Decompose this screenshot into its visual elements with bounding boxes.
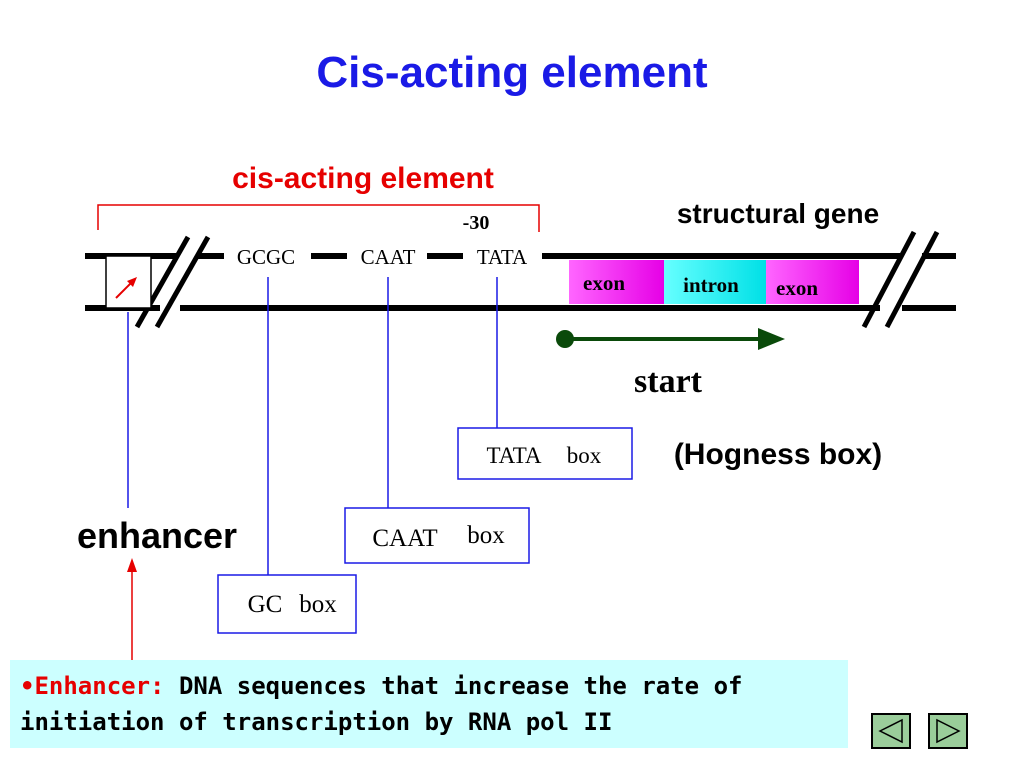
triangle-left-icon [878, 718, 903, 744]
enhancer-definition-note: •Enhancer: DNA sequences that increase t… [10, 660, 848, 748]
intron-segment [664, 260, 766, 304]
start-label: start [634, 363, 703, 400]
tata-box-word: TATA [486, 443, 541, 468]
structural-gene-label: structural gene [677, 198, 879, 229]
tata-box [457, 427, 633, 480]
note-term: Enhancer: [34, 672, 165, 700]
triangle-right-icon [936, 718, 961, 744]
gc-box-suffix: box [299, 591, 337, 618]
cis-acting-bracket [97, 204, 540, 232]
minus-30-label: -30 [463, 212, 490, 234]
break-mark-right [861, 230, 940, 329]
enhancer-pointer-arrow [127, 558, 137, 662]
note-bullet: • [20, 672, 35, 700]
start-arrow [556, 328, 785, 350]
exon-segment-1 [569, 260, 664, 304]
next-slide-button[interactable] [928, 713, 968, 749]
slide-title: Cis-acting element [316, 48, 708, 97]
tata-box-suffix: box [567, 443, 602, 468]
tata-sequence: TATA [477, 245, 528, 269]
exon-label-2: exon [776, 276, 818, 300]
enhancer-label: enhancer [77, 515, 237, 556]
gcgc-sequence: GCGC [237, 245, 295, 269]
hogness-box-label: (Hogness box) [674, 438, 882, 471]
exon-label-1: exon [583, 271, 625, 295]
caat-box-suffix: box [467, 522, 505, 549]
leader-lines [127, 277, 498, 575]
gc-box-word: GC [248, 591, 283, 618]
cis-acting-label: cis-acting element [232, 162, 494, 195]
caat-sequence: CAAT [361, 245, 416, 269]
red-arrow-icon [115, 277, 137, 299]
caat-box [344, 507, 530, 564]
previous-slide-button[interactable] [871, 713, 911, 749]
caat-box-word: CAAT [372, 525, 437, 552]
intron-label: intron [683, 273, 739, 297]
gc-box [217, 574, 357, 634]
break-mark-left [134, 235, 211, 329]
exon-segment-2 [766, 260, 859, 304]
note-text: DNA sequences that increase the rate of … [20, 672, 743, 736]
